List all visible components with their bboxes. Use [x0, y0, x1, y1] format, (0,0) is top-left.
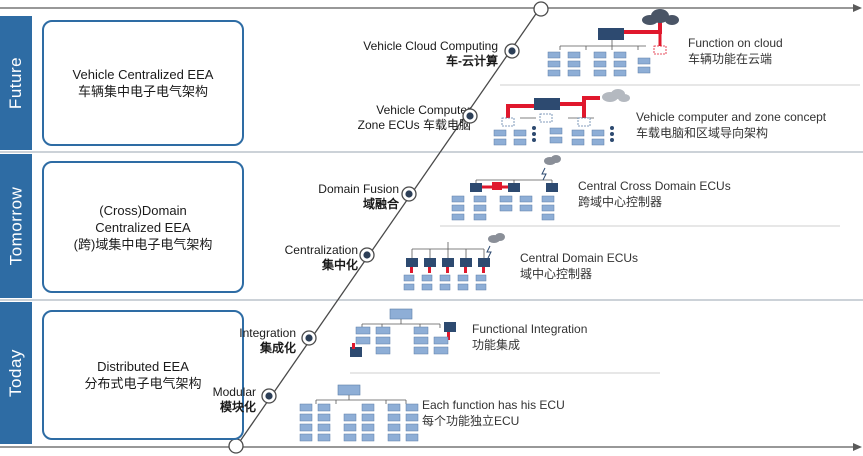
arch-diagram-integration — [350, 308, 456, 357]
cloud-icon — [488, 233, 505, 243]
era-tomorrow-title-cn: (跨)域集中电子电气架构 — [73, 236, 213, 252]
cloud-icon — [602, 89, 630, 102]
era-future-title-cn: 车辆集中电子电气架构 — [77, 84, 208, 99]
step-modular-cn: 模块化 — [219, 400, 256, 414]
step-label-centralization: Centralization 集中化 — [285, 243, 358, 273]
arch-diagram-centralization — [403, 233, 505, 291]
step-centralization-cn: 集中化 — [321, 258, 358, 272]
era-today-title-cn: 分布式电子电气架构 — [84, 376, 202, 391]
desc-integration: Functional Integration 功能集成 — [472, 321, 587, 353]
step-node-modular — [261, 388, 277, 404]
desc-cloud: Function on cloud 车辆功能在云端 — [688, 35, 783, 67]
era-band-tomorrow — [0, 154, 32, 298]
evolution-diagonal-line — [235, 7, 541, 448]
desc-centralization-en: Central Domain ECUs — [520, 251, 639, 265]
desc-cloud-en: Function on cloud — [688, 36, 783, 50]
step-node-integration — [301, 330, 317, 346]
arch-diagram-vehicle-cloud — [547, 9, 679, 77]
era-today-title-en: Distributed EEA — [97, 359, 189, 374]
desc-vehicle-computer-cn: 车载电脑和区域导向架构 — [636, 126, 769, 140]
step-modular-en: Modular — [212, 385, 256, 399]
step-label-domain-fusion: Domain Fusion 域融合 — [318, 182, 399, 212]
desc-vehicle-computer: Vehicle computer and zone concept 车载电脑和区… — [636, 109, 826, 141]
step-vehicle-computer-en: Vehicle Computer — [376, 103, 471, 117]
desc-modular: Each function has his ECU 每个功能独立ECU — [422, 397, 565, 429]
desc-domain-fusion-en: Central Cross Domain ECUs — [578, 179, 731, 193]
desc-modular-en: Each function has his ECU — [422, 398, 565, 412]
step-domain-fusion-en: Domain Fusion — [318, 182, 399, 196]
step-node-domain-fusion — [401, 186, 417, 202]
cloud-icon — [544, 155, 561, 165]
step-vehicle-computer-mix: Zone ECUs 车载电脑 — [357, 118, 471, 132]
desc-domain-fusion: Central Cross Domain ECUs 跨域中心控制器 — [578, 178, 731, 210]
desc-centralization: Central Domain ECUs 域中心控制器 — [520, 250, 638, 282]
arch-diagram-vehicle-computer — [493, 89, 630, 146]
step-integration-en: Integration — [239, 326, 296, 340]
ecu-grid-modular — [299, 403, 419, 442]
desc-cloud-cn: 车辆功能在云端 — [688, 52, 773, 66]
step-node-centralization — [359, 247, 375, 263]
bottom-arrowhead-icon — [853, 443, 862, 451]
step-node-vehicle-computer — [462, 108, 478, 124]
cloud-icon — [642, 9, 679, 25]
step-node-cloud — [504, 43, 520, 59]
desc-integration-cn: 功能集成 — [472, 338, 521, 352]
era-band-future — [0, 16, 32, 150]
step-cloud-en: Vehicle Cloud Computing — [363, 39, 498, 53]
desc-modular-cn: 每个功能独立ECU — [422, 414, 520, 428]
step-label-cloud: Vehicle Cloud Computing 车-云计算 — [363, 39, 498, 69]
era-tomorrow-title-line2: Centralized EEA — [95, 219, 191, 235]
desc-vehicle-computer-en: Vehicle computer and zone concept — [636, 110, 827, 124]
step-label-vehicle-computer: Vehicle Computer Zone ECUs 车载电脑 — [358, 103, 471, 133]
arch-diagram-modular — [299, 384, 419, 442]
step-label-integration: Integration 集成化 — [239, 326, 296, 356]
desc-integration-en: Functional Integration — [472, 322, 588, 336]
era-tomorrow-title-line1: (Cross)Domain — [99, 202, 187, 218]
gateway-ecu — [337, 384, 361, 396]
sensor-dots — [532, 126, 614, 142]
step-cloud-cn: 车-云计算 — [446, 54, 498, 68]
step-domain-fusion-cn: 域融合 — [362, 197, 399, 211]
era-future-title-en: Vehicle Centralized EEA — [72, 67, 214, 82]
era-box-today: Distributed EEA 分布式电子电气架构 — [42, 310, 244, 440]
arch-diagram-domain-fusion — [451, 155, 561, 221]
era-box-future: Vehicle Centralized EEA 车辆集中电子电气架构 — [42, 20, 244, 146]
top-arrowhead-icon — [853, 4, 862, 12]
era-band-today — [0, 302, 32, 444]
step-integration-cn: 集成化 — [259, 341, 296, 355]
timeline-end-node — [533, 1, 549, 17]
desc-centralization-cn: 域中心控制器 — [520, 267, 593, 281]
desc-domain-fusion-cn: 跨域中心控制器 — [578, 195, 663, 209]
step-centralization-en: Centralization — [284, 243, 358, 257]
step-label-modular: Modular 模块化 — [213, 385, 256, 415]
era-box-tomorrow: (Cross)Domain Centralized EEA (跨)域集中电子电气… — [42, 161, 244, 293]
